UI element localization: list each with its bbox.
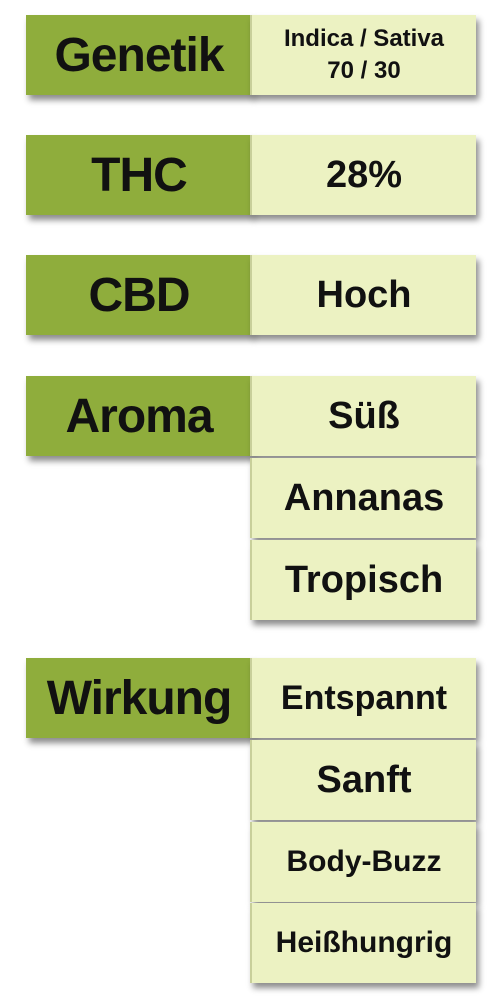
cbd-label: CBD <box>26 255 252 335</box>
genetik-ratio-types: Indica / Sativa <box>283 25 445 52</box>
thc-value: 28% <box>250 135 476 215</box>
thc-label: THC <box>26 135 252 215</box>
aroma-value-2: Annanas <box>250 458 476 538</box>
wirkung-value-1: Entspannt <box>250 658 476 738</box>
wirkung-value-3: Body-Buzz <box>250 822 476 902</box>
genetik-label: Genetik <box>26 15 252 95</box>
wirkung-value-4: Heißhungrig <box>250 903 476 983</box>
wirkung-value-2: Sanft <box>250 740 476 820</box>
cbd-value: Hoch <box>250 255 476 335</box>
genetik-value: Indica / Sativa 70 / 30 <box>250 15 476 95</box>
aroma-value-1: Süß <box>250 376 476 456</box>
aroma-value-3: Tropisch <box>250 540 476 620</box>
aroma-label: Aroma <box>26 376 252 456</box>
wirkung-label: Wirkung <box>26 658 252 738</box>
genetik-ratio-values: 70 / 30 <box>327 57 401 84</box>
